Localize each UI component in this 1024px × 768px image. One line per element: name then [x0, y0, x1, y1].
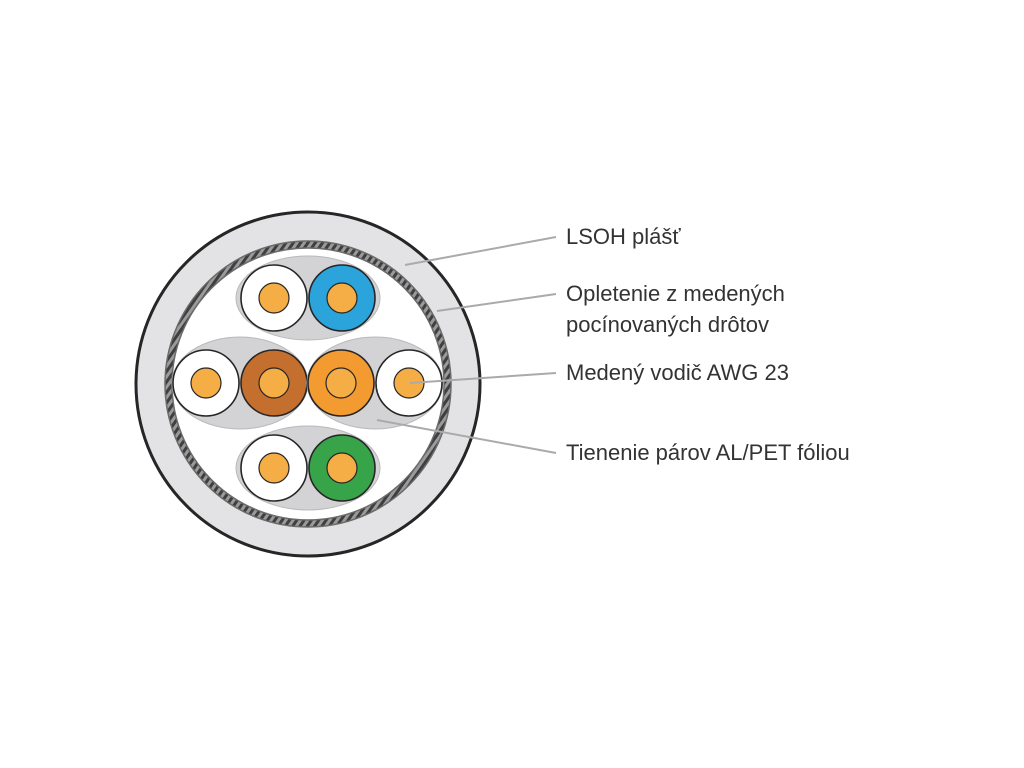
pair-left [171, 336, 309, 430]
copper-conductor [326, 452, 358, 484]
leader-lines [376, 236, 557, 454]
leader-line-jacket [404, 236, 557, 266]
pair-top [235, 255, 381, 341]
copper-conductor [258, 282, 290, 314]
leader-line-foil [376, 419, 557, 454]
copper-conductor [258, 452, 290, 484]
copper-conductor [258, 367, 290, 399]
leader-line-conductor [409, 372, 557, 384]
copper-conductor [190, 367, 222, 399]
label-copper-braid-line-2: pocínovaných drôtov [566, 312, 770, 337]
copper-conductor [326, 282, 358, 314]
label-copper-braid-line-1: Opletenie z medených [566, 281, 785, 306]
label-copper-conductor: Medený vodič AWG 23 [566, 360, 789, 385]
label-lsoh-jacket: LSOH plášť [566, 224, 681, 249]
leader-line-braid [436, 293, 557, 312]
copper-conductor [325, 367, 357, 399]
pair-bottom [235, 425, 381, 511]
pair-right [306, 336, 444, 430]
twisted-pairs [171, 255, 444, 511]
label-foil-shield: Tienenie párov AL/PET fóliou [566, 440, 850, 465]
